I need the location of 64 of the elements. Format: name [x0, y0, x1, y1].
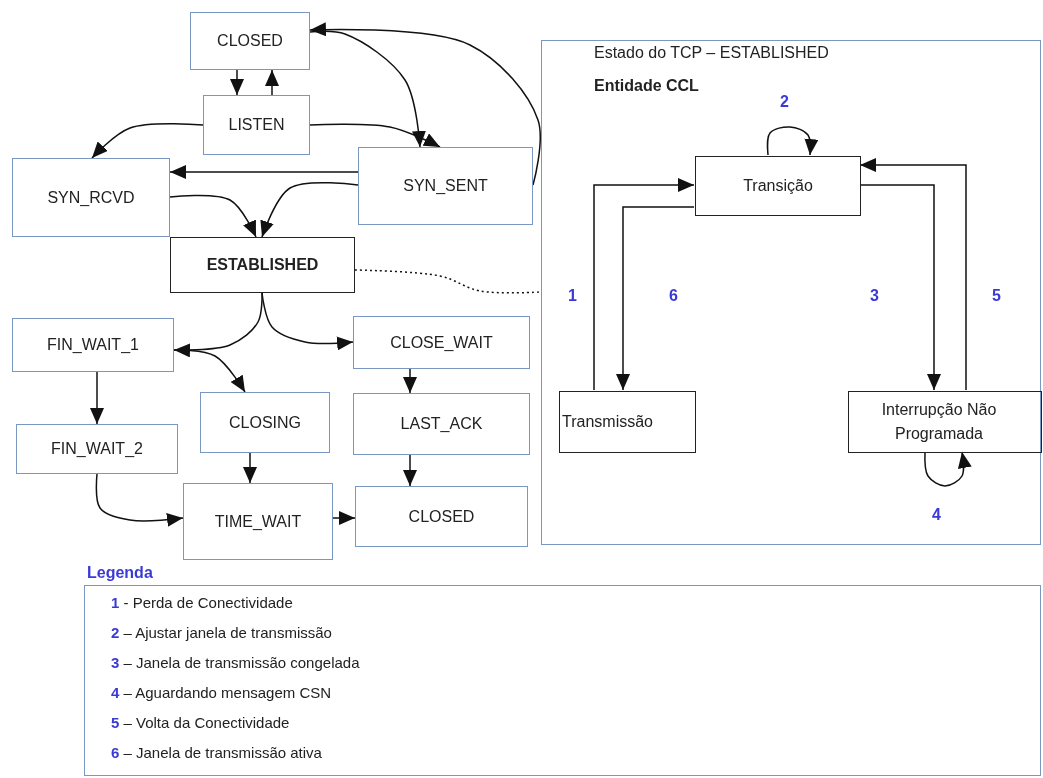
state-label: TIME_WAIT — [213, 512, 303, 531]
legend-entry: 2 – Ajustar janela de transmissão — [111, 624, 332, 641]
legend-heading: Legenda — [87, 564, 153, 582]
state-panel — [541, 40, 1041, 545]
state-label: LAST_ACK — [399, 415, 484, 433]
state-box — [848, 391, 1042, 453]
arrow — [403, 368, 417, 394]
state-label: SYN_RCVD — [46, 188, 136, 207]
arrow — [403, 454, 417, 487]
arrow — [173, 349, 246, 393]
state-box — [170, 237, 355, 293]
state-label: Transição — [742, 177, 814, 195]
arrow — [90, 371, 104, 425]
state-box — [358, 147, 533, 225]
state-box — [203, 95, 310, 155]
state-label: Interrupção Não Programada — [880, 400, 998, 444]
state-label: LISTEN — [227, 116, 286, 134]
arrow — [243, 452, 257, 484]
arrow — [91, 123, 204, 159]
state-box — [16, 424, 178, 474]
legend-entry: 6 – Janela de transmissão ativa — [111, 744, 322, 761]
arrow — [230, 69, 244, 96]
arrow — [766, 126, 819, 156]
arrow — [260, 181, 359, 238]
arrow — [265, 69, 279, 96]
state-box — [353, 316, 530, 369]
state-box — [200, 392, 330, 453]
arrow — [169, 194, 257, 238]
legend-entry: 4 – Aguardando mensagem CSN — [111, 684, 332, 701]
state-label: CLOSING — [228, 413, 302, 432]
arrow — [859, 184, 941, 391]
arrow — [593, 178, 695, 391]
arrow — [309, 30, 426, 148]
state-label: FIN_WAIT_2 — [50, 440, 144, 458]
state-box — [353, 393, 530, 455]
arrow — [309, 22, 541, 186]
arrow — [924, 451, 972, 487]
state-label: Transmissão — [562, 413, 653, 431]
state-box — [355, 486, 528, 547]
arrow — [332, 511, 356, 525]
state-box — [695, 156, 861, 216]
state-box — [190, 12, 310, 70]
panel-subtitle: Entidade CCL — [594, 77, 699, 95]
legend-entry: 5 – Volta da Conectividade — [111, 714, 290, 731]
legend-entry: 1 - Perda de Conectividade — [111, 594, 293, 611]
panel-title: Estado do TCP – ESTABLISHED — [594, 44, 829, 62]
state-box — [559, 391, 696, 453]
state-box — [183, 483, 333, 560]
state-label: CLOSED — [407, 507, 476, 526]
arrow — [95, 473, 184, 527]
state-label: ESTABLISHED — [205, 256, 320, 274]
state-label: FIN_WAIT_1 — [46, 336, 140, 354]
arrow — [859, 158, 967, 391]
arrow — [169, 165, 359, 179]
state-box — [12, 318, 174, 372]
dotted-connector — [354, 269, 542, 294]
state-label: CLOSED — [216, 32, 284, 50]
legend-entry: 3 – Janela de transmissão congelada — [111, 654, 360, 671]
arrow — [261, 292, 354, 351]
state-box — [12, 158, 170, 237]
arrow — [616, 206, 695, 391]
state-label: CLOSE_WAIT — [389, 333, 494, 352]
state-label: SYN_SENT — [402, 177, 489, 195]
arrow — [309, 123, 441, 148]
